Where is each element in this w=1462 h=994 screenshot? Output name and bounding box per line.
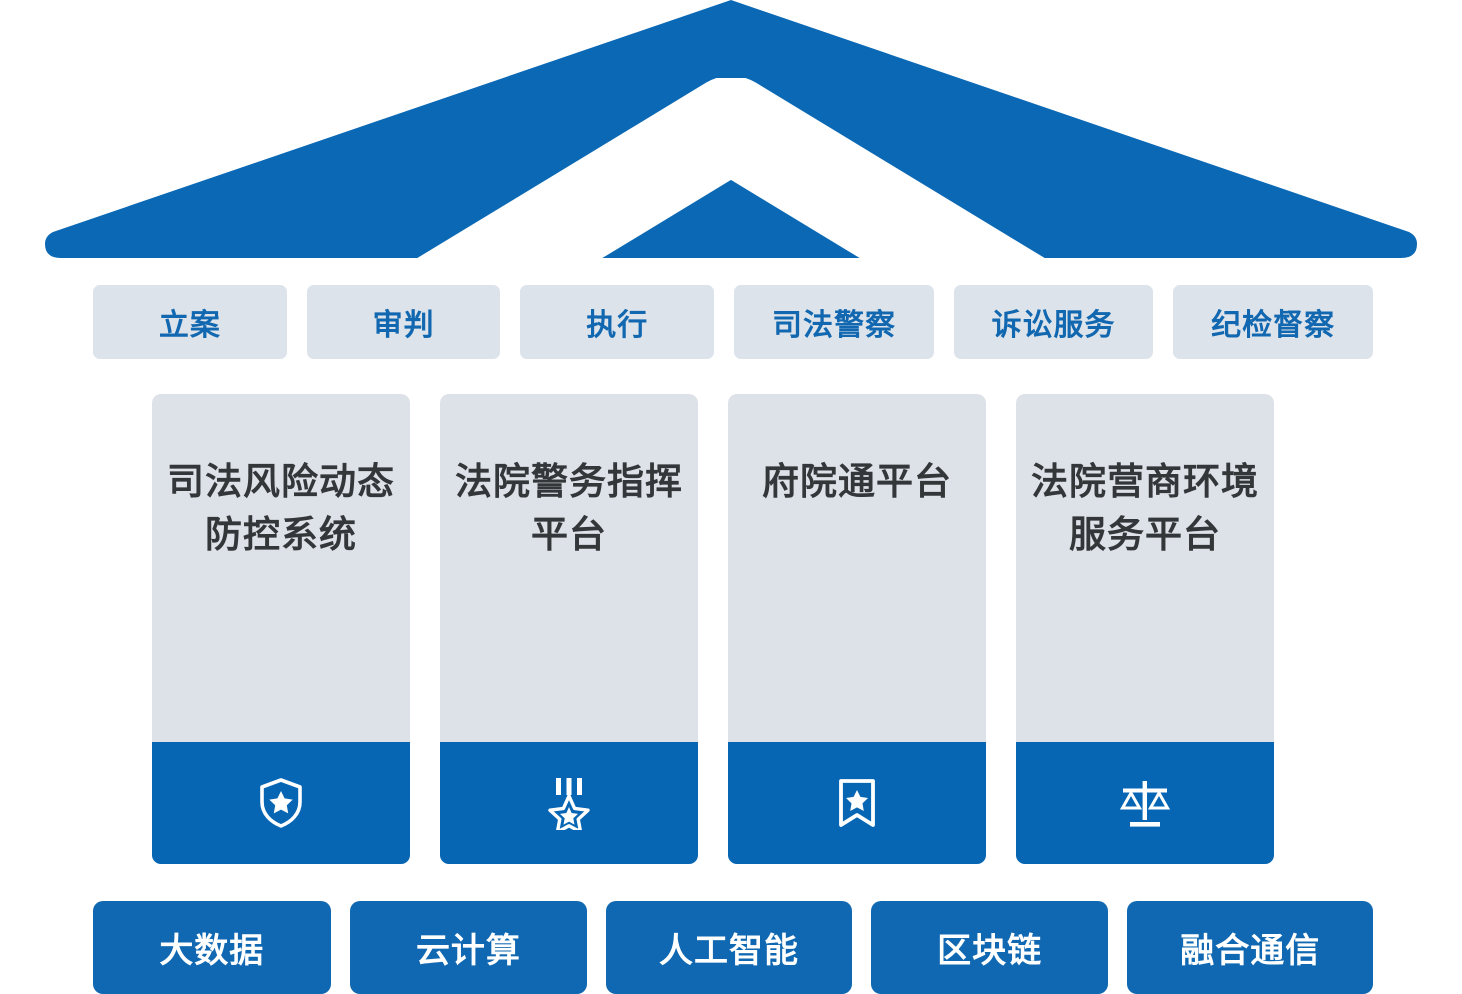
- pillar-body: 府院通平台: [728, 394, 986, 742]
- tech-button-label: 人工智能: [659, 932, 800, 970]
- chip-label: 纪检督察: [1211, 309, 1336, 342]
- tech-button-label: 区块链: [937, 932, 1043, 970]
- function-chip-litigation-service[interactable]: 诉讼服务: [953, 285, 1154, 359]
- pillar-row: 司法风险动态防控系统 法院警务指挥平台: [152, 394, 1274, 864]
- tech-button-converged-communication[interactable]: 融合通信: [1127, 901, 1374, 994]
- tech-button-label: 云计算: [415, 932, 521, 970]
- chip-label: 立案: [158, 309, 221, 342]
- pillar-footer: [152, 742, 410, 864]
- function-chip-execution[interactable]: 执行: [520, 285, 715, 359]
- pillar-card-business-environment[interactable]: 法院营商环境服务平台: [1016, 394, 1274, 864]
- bookmark-star-icon: [835, 777, 879, 829]
- pillar-card-government-court-link[interactable]: 府院通平台: [728, 394, 986, 864]
- scales-of-justice-icon: [1117, 778, 1173, 828]
- tech-button-blockchain[interactable]: 区块链: [870, 901, 1109, 994]
- function-chip-trial[interactable]: 审判: [306, 285, 501, 359]
- medal-star-icon: [545, 776, 593, 830]
- tech-button-big-data[interactable]: 大数据: [93, 901, 331, 994]
- tech-button-label: 融合通信: [1180, 932, 1321, 970]
- pillar-title: 法院警务指挥平台: [455, 461, 683, 555]
- pillar-footer: [440, 742, 698, 864]
- pillar-card-police-command[interactable]: 法院警务指挥平台: [440, 394, 698, 864]
- shield-star-icon: [258, 777, 304, 829]
- pillar-body: 法院营商环境服务平台: [1016, 394, 1274, 742]
- chip-label: 司法警察: [771, 309, 896, 342]
- chip-label: 执行: [586, 309, 649, 342]
- tech-button-artificial-intelligence[interactable]: 人工智能: [606, 901, 852, 994]
- chip-label: 诉讼服务: [991, 309, 1116, 342]
- roof-shape: [45, 0, 1417, 994]
- tech-button-label: 大数据: [159, 932, 265, 970]
- tech-button-cloud-computing[interactable]: 云计算: [349, 901, 588, 994]
- pillar-title: 司法风险动态防控系统: [167, 461, 395, 555]
- function-chip-liаn[interactable]: 立案: [93, 285, 287, 359]
- pillar-footer: [1016, 742, 1274, 864]
- pillar-body: 司法风险动态防控系统: [152, 394, 410, 742]
- chip-label: 审判: [372, 309, 435, 342]
- pillar-body: 法院警务指挥平台: [440, 394, 698, 742]
- pillar-title: 法院营商环境服务平台: [1031, 461, 1259, 555]
- function-chip-discipline-inspection[interactable]: 纪检督察: [1173, 285, 1373, 359]
- pillar-card-judicial-risk[interactable]: 司法风险动态防控系统: [152, 394, 410, 864]
- function-chip-judicial-police[interactable]: 司法警察: [734, 285, 934, 359]
- pillar-title: 府院通平台: [762, 461, 952, 502]
- base-technology-row: 大数据 云计算 人工智能 区块链 融合通信: [93, 901, 1374, 994]
- function-chip-row: 立案 审判 执行 司法警察 诉讼服务 纪检督察: [93, 285, 1373, 359]
- pillar-footer: [728, 742, 986, 864]
